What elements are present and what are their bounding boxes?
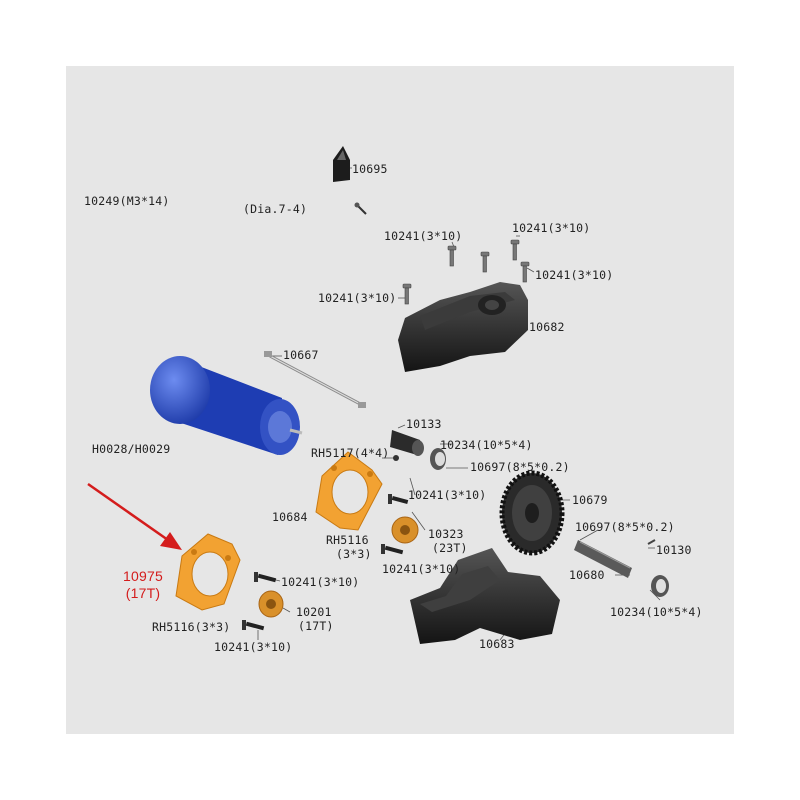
red-arrow: [87, 482, 182, 550]
label-10133: 10133: [406, 417, 442, 431]
part-10133: [390, 430, 424, 461]
screws-10241-mid: [381, 494, 409, 555]
label-10323: 10323: [428, 527, 464, 541]
highlight-part-number: 10975: [123, 568, 163, 584]
label-10241-d: 10241(3*10): [318, 291, 397, 305]
label-10130: 10130: [656, 543, 692, 557]
label-rh5116-a-size: (3*3): [336, 547, 372, 561]
part-10682-cover: [398, 282, 528, 372]
label-10679: 10679: [572, 493, 608, 507]
screws-10241-lower: [242, 572, 277, 631]
label-23t: (23T): [432, 541, 468, 555]
shaft-10680: [574, 539, 656, 578]
label-10667: 10667: [283, 348, 319, 362]
label-motor: H0028/H0029: [92, 442, 171, 456]
small-screw: [354, 202, 367, 215]
part-10683-housing: [410, 548, 560, 644]
label-10684: 10684: [272, 510, 308, 524]
motor-part: [150, 356, 303, 455]
part-10667-shaft: [264, 351, 366, 408]
gear-10323: [391, 516, 419, 544]
label-10697-b: 10697(8*5*0.2): [575, 520, 675, 534]
label-10697-a: 10697(8*5*0.2): [470, 460, 570, 474]
label-10683: 10683: [479, 637, 515, 651]
label-rh5117: RH5117(4*4): [311, 446, 390, 460]
label-10234-b: 10234(10*5*4): [610, 605, 703, 619]
bearing-10234-a: [430, 448, 446, 470]
label-10241-g: 10241(3*10): [281, 575, 360, 589]
label-10201: 10201: [296, 605, 332, 619]
bearing-10234-b: [651, 575, 669, 597]
label-10241-c: 10241(3*10): [535, 268, 614, 282]
label-dia: (Dia.7-4): [243, 202, 308, 216]
label-10695: 10695: [352, 162, 388, 176]
label-10249: 10249(M3*14): [84, 194, 170, 208]
label-rh5116-a: RH5116: [326, 533, 369, 547]
part-10695: [333, 146, 350, 182]
label-10682: 10682: [529, 320, 565, 334]
highlight-teeth-count: (17T): [125, 585, 161, 601]
spur-gear-10679: [499, 470, 565, 556]
label-10241-a: 10241(3*10): [384, 229, 463, 243]
diagram-panel: [66, 66, 734, 734]
label-10234-a: 10234(10*5*4): [440, 438, 533, 452]
screws-10241-top: [402, 239, 530, 305]
label-rh5116-b: RH5116(3*3): [152, 620, 231, 634]
exploded-parts-drawing: [87, 146, 669, 644]
part-10684-mount: [315, 451, 383, 531]
label-10241-h: 10241(3*10): [214, 640, 293, 654]
label-17t: (17T): [298, 619, 334, 633]
label-10241-f: 10241(3*10): [382, 562, 461, 576]
label-10241-b: 10241(3*10): [512, 221, 591, 235]
label-10680: 10680: [569, 568, 605, 582]
label-10241-e: 10241(3*10): [408, 488, 487, 502]
gear-10201: [258, 590, 284, 618]
part-10975-highlight: [175, 533, 241, 611]
